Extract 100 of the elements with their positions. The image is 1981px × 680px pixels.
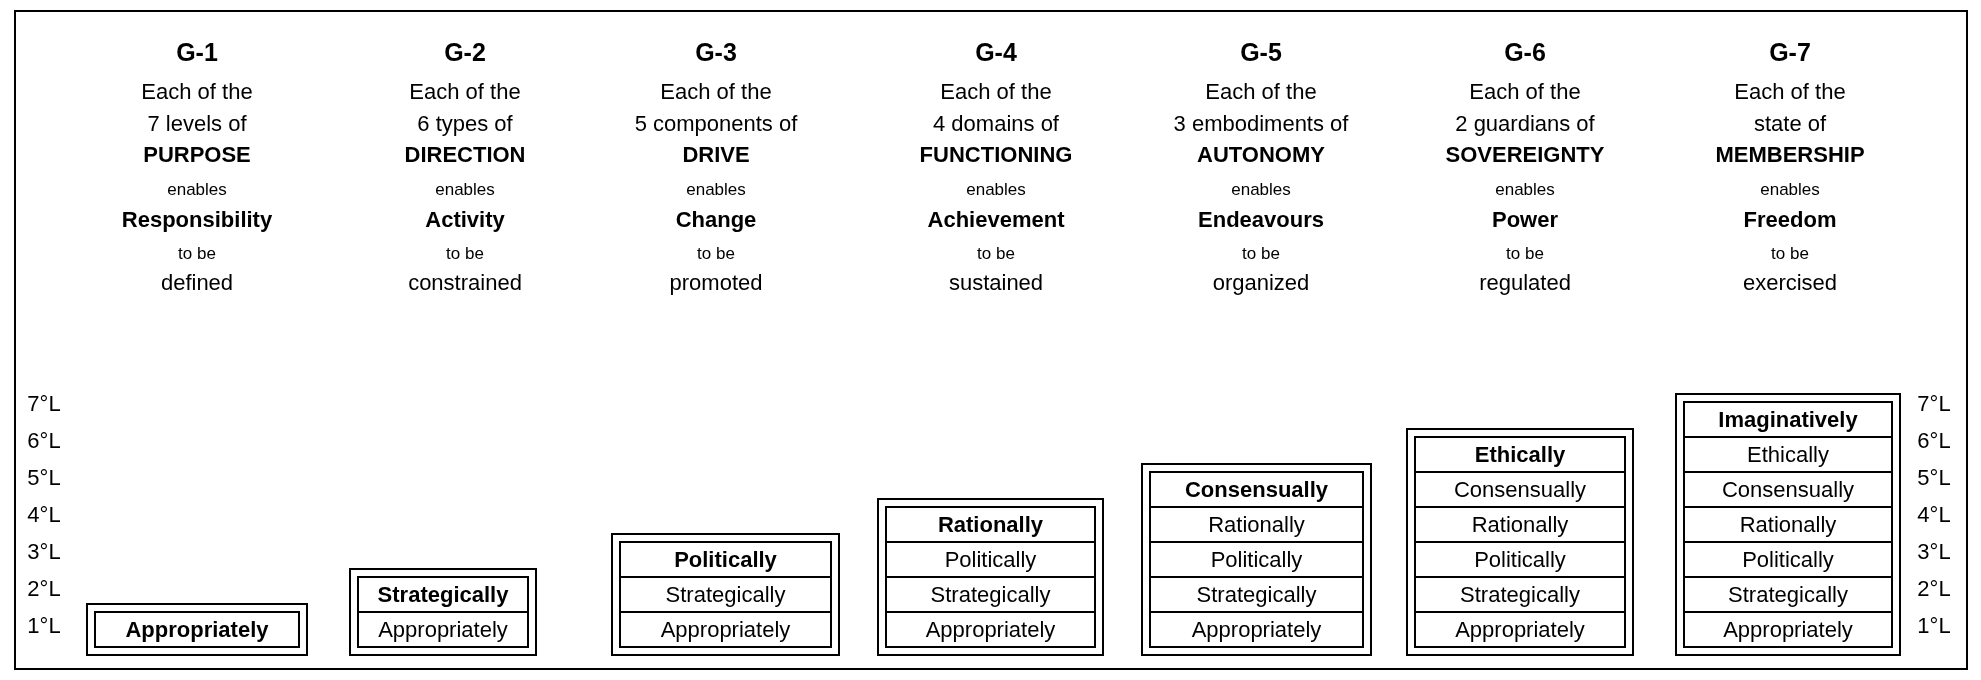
level-label: 2°L <box>27 578 61 600</box>
level-cell: Politically <box>885 541 1096 578</box>
category-term: MEMBERSHIP <box>1715 144 1865 166</box>
column-id: G-2 <box>444 39 486 65</box>
verb-text: constrained <box>408 272 522 294</box>
connector-word: enables <box>167 180 227 198</box>
description-text: Each of the <box>660 81 772 103</box>
outcome-term: Achievement <box>927 209 1065 231</box>
description-text: Each of the <box>940 81 1052 103</box>
level-stack-box <box>877 498 1104 656</box>
connector-word: enables <box>686 180 746 198</box>
description-text: 7 levels of <box>147 113 247 135</box>
connector-word: enables <box>1760 180 1820 198</box>
description-text: Each of the <box>1734 81 1846 103</box>
category-term: DRIVE <box>682 144 750 166</box>
level-cell: Appropriately <box>357 611 529 648</box>
category-term: FUNCTIONING <box>919 144 1073 166</box>
level-cell: Consensually <box>1149 471 1364 508</box>
outcome-term: Responsibility <box>121 209 273 231</box>
outcome-term: Activity <box>425 209 505 231</box>
level-cell: Strategically <box>1683 576 1893 613</box>
description-text: 6 types of <box>417 113 513 135</box>
column-id: G-7 <box>1769 39 1811 65</box>
connector-word: to be <box>977 244 1015 262</box>
level-cell: Ethically <box>1414 436 1626 473</box>
level-label: 4°L <box>1917 504 1951 526</box>
column-id: G-3 <box>695 39 737 65</box>
level-label: 4°L <box>27 504 61 526</box>
description-text: 4 domains of <box>933 113 1059 135</box>
level-label: 2°L <box>1917 578 1951 600</box>
column-id: G-6 <box>1504 39 1546 65</box>
level-cell: Appropriately <box>885 611 1096 648</box>
description-text: state of <box>1753 113 1827 135</box>
description-text: Each of the <box>141 81 253 103</box>
level-cell: Rationally <box>1414 506 1626 543</box>
level-stack-box <box>1141 463 1372 656</box>
connector-word: to be <box>1771 244 1809 262</box>
description-text: 2 guardians of <box>1455 113 1595 135</box>
level-cell: Strategically <box>1149 576 1364 613</box>
level-cell: Appropriately <box>1414 611 1626 648</box>
level-cell: Rationally <box>1683 506 1893 543</box>
level-stack-box <box>611 533 840 656</box>
level-cell: Politically <box>1683 541 1893 578</box>
description-text: Each of the <box>1469 81 1581 103</box>
outcome-term: Endeavours <box>1198 209 1324 231</box>
level-cell: Ethically <box>1683 436 1893 473</box>
level-cell: Politically <box>619 541 832 578</box>
connector-word: enables <box>966 180 1026 198</box>
level-label: 6°L <box>1917 430 1951 452</box>
connector-word: to be <box>697 244 735 262</box>
level-cell: Appropriately <box>619 611 832 648</box>
connector-word: enables <box>1495 180 1555 198</box>
level-label: 7°L <box>27 393 61 415</box>
level-stack-box <box>1406 428 1634 656</box>
level-cell: Rationally <box>885 506 1096 543</box>
description-text: Each of the <box>409 81 521 103</box>
level-label: 1°L <box>27 615 61 637</box>
description-text: 3 embodiments of <box>1173 113 1349 135</box>
level-label: 3°L <box>27 541 61 563</box>
level-cell: Strategically <box>619 576 832 613</box>
level-cell: Imaginatively <box>1683 401 1893 438</box>
level-cell: Politically <box>1149 541 1364 578</box>
level-stack-box <box>349 568 537 656</box>
description-text: 5 components of <box>634 113 798 135</box>
level-label: 5°L <box>1917 467 1951 489</box>
connector-word: to be <box>1506 244 1544 262</box>
column-id: G-4 <box>975 39 1017 65</box>
level-cell: Strategically <box>357 576 529 613</box>
level-cell: Consensually <box>1414 471 1626 508</box>
connector-word: enables <box>1231 180 1291 198</box>
verb-text: promoted <box>669 272 763 294</box>
column-id: G-5 <box>1240 39 1282 65</box>
outcome-term: Freedom <box>1743 209 1837 231</box>
level-stack-box <box>86 603 308 656</box>
level-cell: Appropriately <box>1149 611 1364 648</box>
level-label: 6°L <box>27 430 61 452</box>
level-cell: Strategically <box>885 576 1096 613</box>
level-cell: Strategically <box>1414 576 1626 613</box>
outcome-term: Change <box>675 209 757 231</box>
connector-word: to be <box>446 244 484 262</box>
level-label: 3°L <box>1917 541 1951 563</box>
verb-text: exercised <box>1742 272 1838 294</box>
level-cell: Appropriately <box>94 611 300 648</box>
category-term: SOVEREIGNTY <box>1445 144 1605 166</box>
category-term: DIRECTION <box>404 144 526 166</box>
level-label: 7°L <box>1917 393 1951 415</box>
level-cell: Rationally <box>1149 506 1364 543</box>
verb-text: defined <box>160 272 234 294</box>
level-cell: Appropriately <box>1683 611 1893 648</box>
connector-word: to be <box>178 244 216 262</box>
level-label: 1°L <box>1917 615 1951 637</box>
column-id: G-1 <box>176 39 218 65</box>
outcome-term: Power <box>1492 209 1558 231</box>
description-text: Each of the <box>1205 81 1317 103</box>
connector-word: enables <box>435 180 495 198</box>
verb-text: organized <box>1212 272 1310 294</box>
connector-word: to be <box>1242 244 1280 262</box>
category-term: AUTONOMY <box>1197 144 1325 166</box>
level-label: 5°L <box>27 467 61 489</box>
level-cell: Politically <box>1414 541 1626 578</box>
